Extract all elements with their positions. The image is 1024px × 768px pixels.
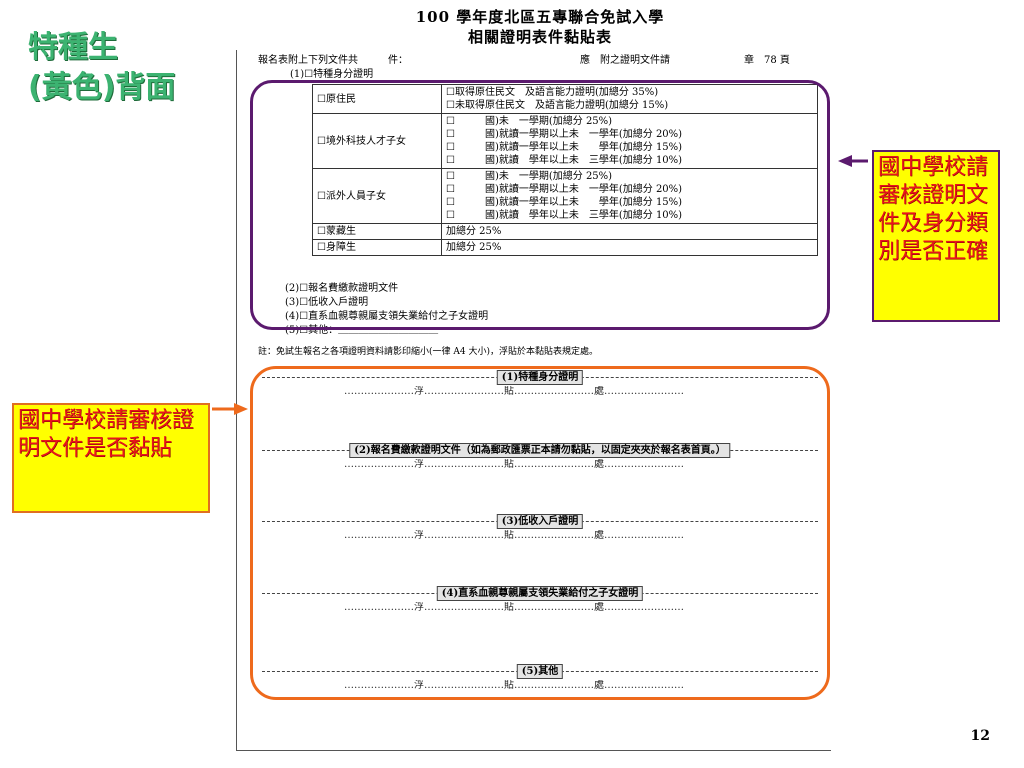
paste-section-label: (1)特種身分證明 [496,370,584,385]
list-item: (3)☐低收入戶證明 [285,297,369,308]
document-subtitle: 相關證明表件黏貼表 [467,28,612,46]
option-line: ☐取得原住民文 及語言能力證明(加總分 35%) [446,87,659,98]
category-cell: ☐派外人員子女 [312,168,442,224]
paste-here-line: …………………浮……………………貼……………………處…………………… [344,602,684,613]
header-right-text: 章 78 頁 [744,55,790,66]
highlight-frame-identity [250,80,830,330]
option-line: ☐ 國)就讀一學年以上未 學年(加總分 15%) [446,142,683,153]
header-middle-text: 應 附之證明文件請 [580,55,670,66]
option-line: ☐ 國)就讀一學年以上未 學年(加總分 15%) [446,197,683,208]
table-row: ☐原住民 ☐取得原住民文 及語言能力證明(加總分 35%) ☐未取得原住民文 及… [312,84,818,114]
option-line: ☐ 國)未 一學期(加總分 25%) [446,116,613,127]
paste-section-header: (3)低收入戶證明 [262,514,818,529]
option-line: 加總分 25% [446,226,502,237]
left-arrow-icon [838,155,868,167]
slide-title: 特種生 (黃色)背面 [28,28,175,108]
paste-section-header: (1)特種身分證明 [262,370,818,385]
highlight-frame-paste [250,366,830,700]
page-number: 12 [970,728,990,744]
paste-here-line: …………………浮……………………貼……………………處…………………… [344,680,684,691]
paste-section-header: (5)其他 [262,664,818,679]
list-item: (4)☐直系血親尊親屬支領失業給付之子女證明 [285,311,489,322]
paste-section-header: (2)報名費繳款證明文件（如為郵政匯票正本請勿黏貼，以固定夾夾於報名表首頁。） [262,443,818,458]
paste-here-line: …………………浮……………………貼……………………處…………………… [344,386,684,397]
options-cell: ☐ 國)未 一學期(加總分 25%) ☐ 國)就讀一學期以上未 一學年(加總分 … [441,113,818,169]
instruction-note: 註：免試生報名之各項證明資料請影印縮小(一律 A4 大小)，浮貼於本黏貼表規定處… [258,347,598,357]
paste-here-line: …………………浮……………………貼……………………處…………………… [344,459,684,470]
paste-section-label: (5)其他 [516,664,564,679]
right-arrow-icon [212,403,248,415]
option-line: ☐ 國)就讀一學期以上未 一學年(加總分 20%) [446,129,683,140]
category-cell: ☐原住民 [312,84,442,114]
options-cell: ☐取得原住民文 及語言能力證明(加總分 35%) ☐未取得原住民文 及語言能力證… [441,84,818,114]
paste-section-label: (3)低收入戶證明 [496,514,584,529]
paste-here-line: …………………浮……………………貼……………………處…………………… [344,530,684,541]
slide-title-line2: (黃色)背面 [28,70,176,105]
list-item: (2)☐報名費繳款證明文件 [285,283,399,294]
list-item: (5)☐其他：＿＿＿＿＿＿＿＿＿＿ [285,325,439,336]
paste-section-label: (2)報名費繳款證明文件（如為郵政匯票正本請勿黏貼，以固定夾夾於報名表首頁。） [349,443,731,458]
options-cell: ☐ 國)未 一學期(加總分 25%) ☐ 國)就讀一學期以上未 一學年(加總分 … [441,168,818,224]
document-title: 100 學年度北區五專聯合免試入學 [415,8,665,26]
table-row: ☐身障生 加總分 25% [312,239,818,256]
section1-label: (1)☐特種身分證明 [290,69,374,80]
identity-type-table: ☐原住民 ☐取得原住民文 及語言能力證明(加總分 35%) ☐未取得原住民文 及… [312,84,818,256]
category-cell: ☐身障生 [312,239,442,256]
option-line: ☐未取得原住民文 及語言能力證明(加總分 15%) [446,100,669,111]
header-left-text: 報名表附上下列文件共 件： [258,55,408,66]
table-row: ☐派外人員子女 ☐ 國)未 一學期(加總分 25%) ☐ 國)就讀一學期以上未 … [312,168,818,224]
slide-title-line1: 特種生 [28,30,118,65]
paste-section-header: (4)直系血親尊親屬支領失業給付之子女證明 [262,586,818,601]
option-line: ☐ 國)就讀 學年以上未 三學年(加總分 10%) [446,210,683,221]
document-page [236,50,831,751]
paste-section-label: (4)直系血親尊親屬支領失業給付之子女證明 [436,586,644,601]
callout-paste-check: 國中學校請審核證明文件是否黏貼 [12,403,210,513]
option-line: ☐ 國)就讀一學期以上未 一學年(加總分 20%) [446,184,683,195]
callout-identity-check: 國中學校請審核證明文件及身分類別是否正確 [872,150,1000,322]
option-line: 加總分 25% [446,242,502,253]
option-line: ☐ 國)就讀 學年以上未 三學年(加總分 10%) [446,155,683,166]
option-line: ☐ 國)未 一學期(加總分 25%) [446,171,613,182]
table-row: ☐境外科技人才子女 ☐ 國)未 一學期(加總分 25%) ☐ 國)就讀一學期以上… [312,113,818,169]
options-cell: 加總分 25% [441,239,818,256]
